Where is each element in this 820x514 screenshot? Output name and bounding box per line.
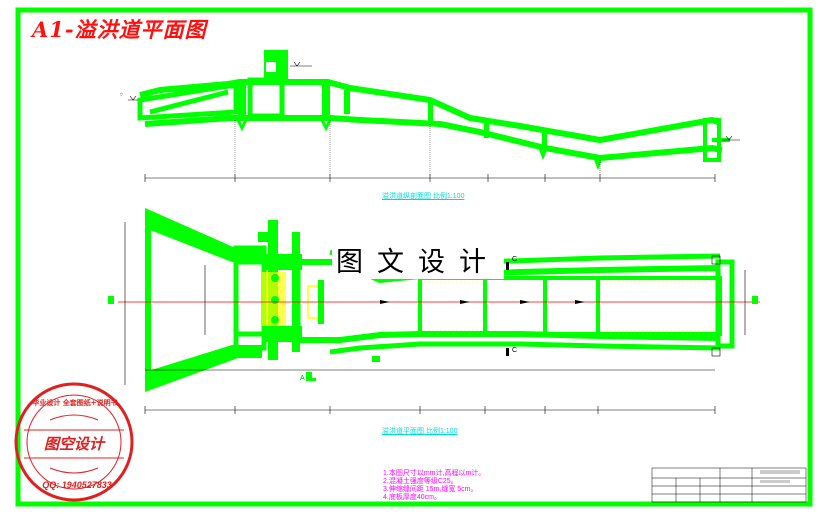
drawing-frame	[15, 7, 813, 507]
section-mark-a: A	[300, 375, 305, 382]
note-line: 2.混凝土强度等级C25。	[383, 478, 458, 485]
stamp-center-text: 图空设计	[43, 435, 104, 453]
profile-caption: 溢洪道纵剖面图 比例1:100	[382, 193, 465, 200]
designer-stamp	[14, 382, 134, 502]
section-mark-c-top: C	[512, 256, 518, 263]
drawing-title: A1-溢洪道平面图	[32, 17, 207, 42]
note-line: 4.底板厚度40cm。	[383, 494, 441, 501]
watermark-text: 图文设计	[332, 240, 504, 279]
section-mark-c-bottom: C	[512, 347, 518, 354]
note-line: 1.本图尺寸以mm计,高程以m计。	[383, 470, 486, 477]
plan-caption: 溢洪道平面图 比例1:100	[382, 428, 458, 435]
note-line: 3.伸缩缝间距 15m,缝宽 5cm。	[383, 486, 478, 493]
design-notes: 1.本图尺寸以mm计,高程以m计。 2.混凝土强度等级C25。 3.伸缩缝间距 …	[383, 470, 485, 502]
svg-text:▽: ▽	[120, 93, 124, 97]
plan-section	[108, 208, 760, 414]
profile-section: ▽	[120, 50, 740, 182]
stamp-qq-text: QQ: 1940527833	[42, 480, 112, 490]
stamp-ring-text: 毕业设计 全套图纸+说明书	[32, 398, 118, 407]
title-block	[651, 467, 807, 503]
